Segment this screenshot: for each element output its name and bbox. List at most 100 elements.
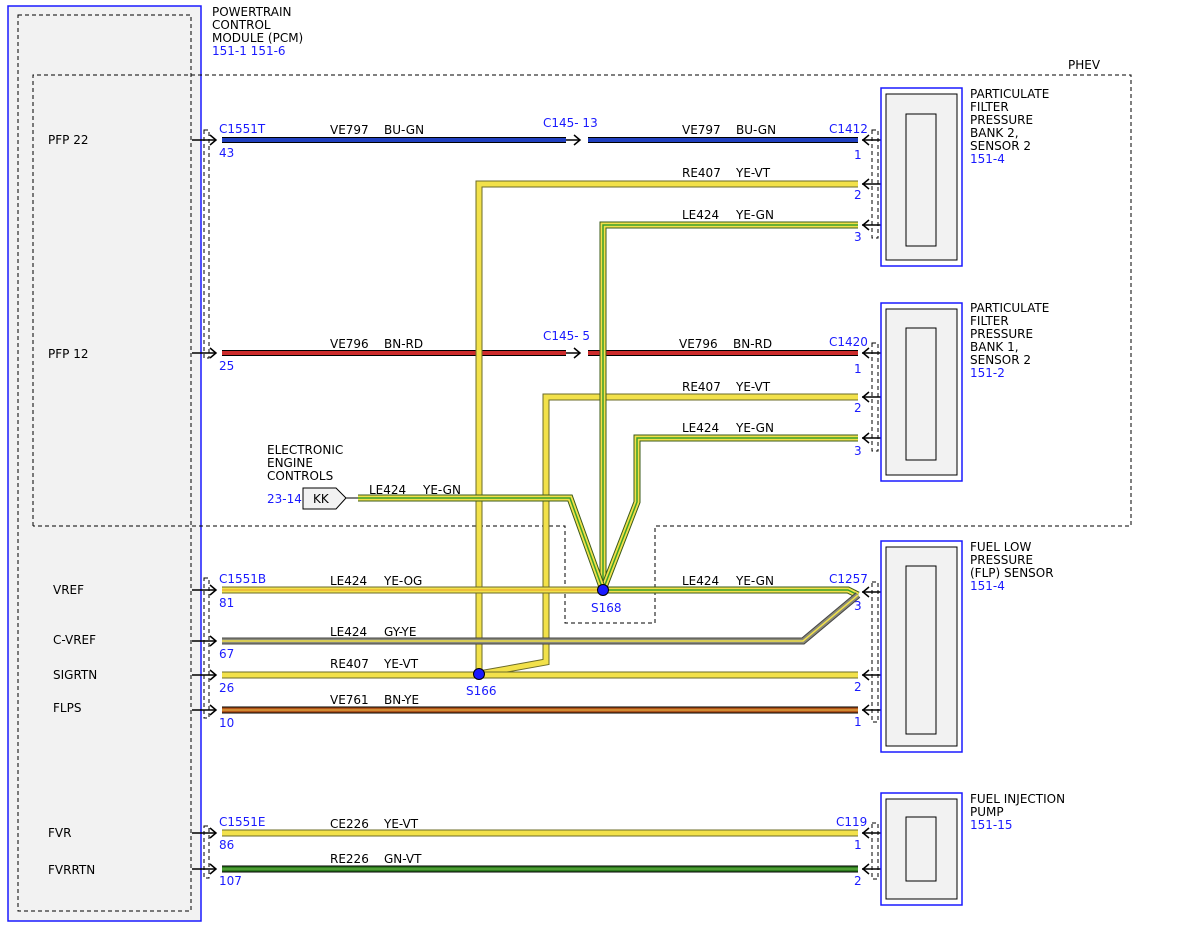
pcm-connector-b-shell: [203, 577, 210, 719]
component-connector-shells: [871, 129, 879, 880]
pcm-connector-e-shell: [203, 825, 210, 879]
component-pin-numbers: 1 2 3 1 2 3 3 2 1 1 2: [854, 148, 862, 888]
pcm-pin-number: 10: [219, 716, 234, 730]
eec-title-1: ELECTRONIC: [267, 443, 343, 457]
flp-title-2: PRESSURE: [970, 553, 1033, 567]
connector-c1420: C1420: [829, 335, 868, 349]
splices: S168 S166: [466, 584, 622, 698]
wire-circuit-label: VE761: [330, 693, 369, 707]
pfp-b1-title-4: BANK 1,: [970, 340, 1019, 354]
connector-c145-5: C145- 5: [543, 329, 590, 343]
component-pfp-bank1: PARTICULATE FILTER PRESSURE BANK 1, SENS…: [880, 301, 1049, 482]
pfp-b1-title-5: SENSOR 2: [970, 353, 1031, 367]
pcm-pin-flps: FLPS: [53, 701, 81, 715]
wire-circuit-label: VE796: [330, 337, 369, 351]
pcm-pin-pfp12: PFP 12: [48, 347, 88, 361]
component-pin-number: 3: [854, 599, 862, 613]
wire-color-label: BU-GN: [736, 123, 776, 137]
inline-connector-arrows: [566, 134, 582, 359]
pfp-b1-title-2: FILTER: [970, 314, 1009, 328]
wire-le424-flp: [603, 586, 860, 599]
wire-circuit-label: RE407: [682, 380, 721, 394]
connector-c1551t: C1551T: [219, 122, 266, 136]
wire-circuit-label: RE407: [682, 166, 721, 180]
eec-reference: ELECTRONIC ENGINE CONTROLS 23-14 KK LE42…: [267, 443, 461, 510]
wires: [222, 137, 861, 873]
wire-color-label: YE-GN: [735, 208, 774, 222]
wire-color-label: GN-VT: [384, 852, 422, 866]
eec-title-2: ENGINE: [267, 456, 313, 470]
component-pin-number: 2: [854, 188, 862, 202]
wire-color-label: BU-GN: [384, 123, 424, 137]
pfp-b2-title-1: PARTICULATE: [970, 87, 1049, 101]
eec-tag: KK: [313, 492, 330, 506]
pfp-b1-ref: 151-2: [970, 366, 1005, 380]
pfp-b2-title-5: SENSOR 2: [970, 139, 1031, 153]
eec-wire-color: YE-GN: [422, 483, 461, 497]
wire-circuit-label: LE424: [330, 574, 367, 588]
pcm-pin-number: 81: [219, 596, 234, 610]
component-pin-number: 1: [854, 838, 862, 852]
wire-labels: VE797 BU-GN VE797 BU-GN RE407 YE-VT LE42…: [330, 123, 776, 866]
pcm-pin-numbers: 43 25 81 67 26 10 86 107: [219, 146, 242, 888]
wire-color-label: YE-GN: [735, 574, 774, 588]
wire-circuit-label: VE797: [330, 123, 369, 137]
pfp-b2-title-4: BANK 2,: [970, 126, 1019, 140]
wire-color-label: YE-OG: [383, 574, 422, 588]
pcm-pin-pfp22: PFP 22: [48, 133, 88, 147]
component-pin-number: 2: [854, 874, 862, 888]
pfp-b1-title-3: PRESSURE: [970, 327, 1033, 341]
wire-color-label: BN-RD: [384, 337, 423, 351]
wire-color-label: YE-VT: [383, 817, 419, 831]
wire-color-label: YE-VT: [735, 166, 771, 180]
component-pin-number: 1: [854, 362, 862, 376]
pfp-b2-title-2: FILTER: [970, 100, 1009, 114]
wire-re407-mid: [478, 393, 858, 678]
wire-circuit-label: LE424: [682, 574, 719, 588]
fip-title-1: FUEL INJECTION: [970, 792, 1065, 806]
component-pin-number: 2: [854, 401, 862, 415]
wire-color-label: YE-GN: [735, 421, 774, 435]
pcm-title-2: CONTROL: [212, 18, 271, 32]
pcm-pin-fvrrtn: FVRRTN: [48, 863, 95, 877]
fip-ref: 151-15: [970, 818, 1013, 832]
splice-s168-label: S168: [591, 601, 622, 615]
connector-c1412: C1412: [829, 122, 868, 136]
pfp-b2-ref: 151-4: [970, 152, 1005, 166]
pfp-b2-title-3: PRESSURE: [970, 113, 1033, 127]
pcm-pin-fvr: FVR: [48, 826, 71, 840]
connector-c1551b: C1551B: [219, 572, 266, 586]
eec-circuit: LE424: [369, 483, 406, 497]
phev-label: PHEV: [1068, 58, 1101, 72]
pcm-pin-number: 107: [219, 874, 242, 888]
wire-re407-top: [475, 180, 858, 674]
pcm-pin-cvref: C-VREF: [53, 633, 96, 647]
pcm-pin-number: 86: [219, 838, 234, 852]
pcm-title-3: MODULE (PCM): [212, 31, 303, 45]
fip-title-2: PUMP: [970, 805, 1004, 819]
component-pin-number: 2: [854, 680, 862, 694]
pcm-pin-number: 25: [219, 359, 234, 373]
component-flp-sensor: FUEL LOW PRESSURE (FLP) SENSOR 151-4: [880, 540, 1054, 753]
pcm-arrows: [192, 134, 218, 875]
connector-c119: C119: [836, 815, 867, 829]
pcm-pin-number: 26: [219, 681, 234, 695]
connector-labels: C1551T C1551B C1551E C145- 13 C145- 5 C1…: [219, 116, 868, 829]
flp-title-1: FUEL LOW: [970, 540, 1031, 554]
wire-circuit-label: RE407: [330, 657, 369, 671]
pcm-pin-number: 67: [219, 647, 234, 661]
component-pin-number: 1: [854, 715, 862, 729]
wire-circuit-label: VE797: [682, 123, 721, 137]
wire-circuit-label: LE424: [682, 421, 719, 435]
wire-circuit-label: RE226: [330, 852, 369, 866]
pcm-pin-vref: VREF: [53, 583, 84, 597]
pcm-pin-number: 43: [219, 146, 234, 160]
splice-s166-label: S166: [466, 684, 497, 698]
flp-ref: 151-4: [970, 579, 1005, 593]
component-pin-number: 1: [854, 148, 862, 162]
wire-le424-cvref: [222, 592, 861, 645]
pcm-title-1: POWERTRAIN: [212, 5, 292, 19]
wire-le424-top: [599, 221, 858, 590]
wire-le424-eec: [358, 494, 607, 592]
eec-title-3: CONTROLS: [267, 469, 333, 483]
